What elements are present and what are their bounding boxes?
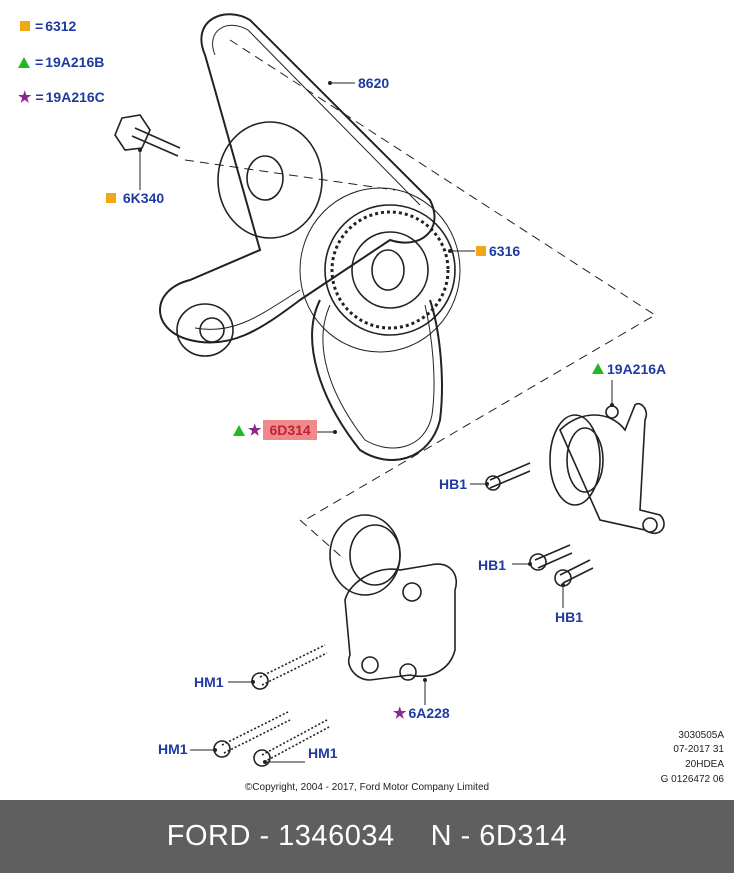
legend-item-6312: = 6312 [20,18,76,34]
crank-pulley-6316 [324,204,456,336]
highlighted-part-number: 6D314 [263,420,317,440]
parts-diagram [114,13,665,767]
triangle-icon [592,363,604,374]
star-icon: ★ [248,421,262,439]
belt-8620 [159,13,436,344]
label-6k340[interactable]: 6K340 [106,190,164,206]
reference-number: G 0126472 06 [660,774,724,785]
footer-part-number: FORD - 1346034 [166,820,395,852]
bolt-hb1-c [559,559,594,584]
square-icon [20,21,30,31]
label-hm1-b[interactable]: HM1 [158,741,188,757]
drawing-date: 07-2017 31 [673,744,724,755]
bolt-hm1-a [259,644,328,686]
footer-catalog-number: N - 6D314 [430,820,568,852]
drawing-id: 3030505A [678,730,724,741]
footer-bar: FORD - 1346034 N - 6D314 [0,800,734,873]
bolt-hb1-b [534,544,573,569]
label-6a228[interactable]: ★6A228 [393,705,450,722]
bolt-6k340 [131,127,181,157]
engine-code: 20HDEA [685,759,724,770]
label-6316[interactable]: 6316 [476,243,520,259]
tensioner-6a228 [344,563,457,681]
label-hm1-a[interactable]: HM1 [194,674,224,690]
label-19a216a[interactable]: 19A216A [592,361,666,377]
triangle-icon [233,424,245,436]
triangle-icon [18,56,30,68]
copyright-notice: ©Copyright, 2004 - 2017, Ford Motor Comp… [244,782,490,793]
square-icon [106,193,116,203]
square-icon [476,246,486,256]
label-hb1-a[interactable]: HB1 [439,476,468,492]
star-icon: ★ [18,88,32,106]
label-hm1-c[interactable]: HM1 [308,745,338,761]
small-pulley [176,303,234,357]
label-6d314[interactable]: ★ 6D314 [233,420,317,440]
legend-item-19a216c: ★ = 19A216C [18,88,105,106]
bracket-19a216a [559,402,665,535]
bolt-hm1-b [221,711,291,754]
dashed-assembly-outline [184,39,656,561]
label-hb1-c[interactable]: HB1 [555,609,584,625]
label-8620[interactable]: 8620 [358,75,390,91]
star-icon: ★ [393,705,407,722]
label-hb1-b[interactable]: HB1 [478,557,507,573]
belt-6d314 [311,299,443,461]
bolt-hm1-c [261,719,330,763]
bolt-hb1-a [489,462,531,489]
idler-pulley [217,121,323,239]
legend-item-19a216b: = 19A216B [18,54,104,70]
